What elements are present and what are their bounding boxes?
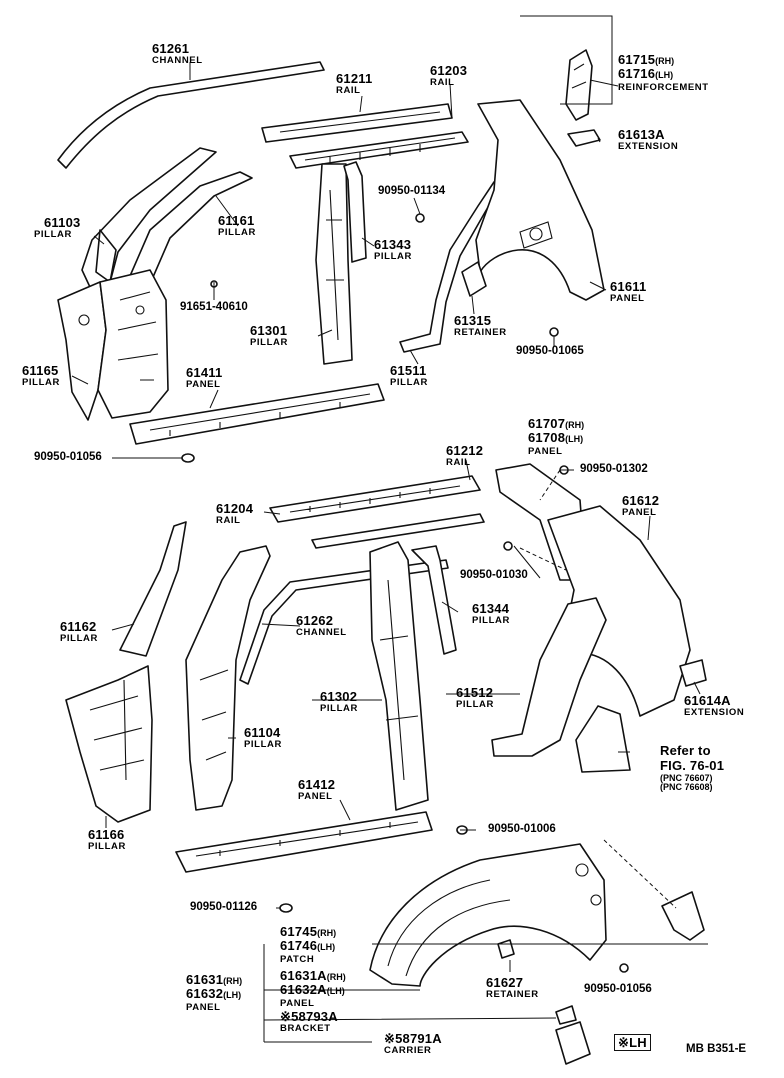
part-61302-pillar — [369, 541, 429, 811]
part-61204-rail — [311, 513, 485, 549]
part-61614A-extension — [679, 659, 707, 687]
label-90950-01126: 90950-01126 — [190, 901, 258, 913]
part-58793A-bracket — [555, 1005, 577, 1025]
fastener-90950-01134 — [415, 213, 425, 223]
part-61161-pillar — [129, 171, 253, 285]
part-61315-retainer — [461, 261, 487, 297]
part-61344-pillar — [411, 545, 457, 655]
label-61745: 61745(RH) — [280, 924, 337, 939]
fastener-90950-01030 — [503, 541, 513, 551]
label-90950-01302: 90950-01302 — [580, 463, 648, 475]
part-61212-rail — [269, 475, 481, 523]
part-61512-pillar — [491, 597, 607, 757]
part-61211-rail — [261, 103, 453, 143]
part-61613A-extension — [567, 129, 601, 147]
label-90950-01065: 90950-01065 — [516, 345, 584, 357]
legend-lh-symbol: ※LH — [614, 1034, 651, 1051]
part-61411-panel — [129, 383, 385, 445]
label-90950-01056-upper: 90950-01056 — [34, 451, 102, 463]
part-61715-reinforcement — [565, 49, 593, 121]
label-90950-01056-lower: 90950-01056 — [584, 983, 652, 995]
fastener-90950-01056-lower — [619, 963, 629, 973]
part-61165-pillar — [57, 269, 169, 421]
label-90950-01134: 90950-01134 — [378, 185, 446, 197]
ref-fig-76-01-part — [575, 705, 631, 773]
part-61301-pillar — [315, 163, 353, 365]
part-58791A-carrier — [555, 1021, 591, 1065]
part-61412-panel — [175, 811, 433, 873]
part-61104-pillar — [185, 545, 271, 811]
part-61261-channel — [57, 61, 325, 169]
label-61716: 61716(LH) REINFORCEMENT — [618, 66, 709, 93]
part-61631-wheelhouse-panel — [369, 843, 607, 987]
label-61631A: 61631A(RH) — [280, 968, 346, 983]
label-91651-40610: 91651-40610 — [180, 301, 248, 313]
label-61632A: 61632A(LH) PANEL — [280, 982, 345, 1009]
label-61707: 61707(RH) — [528, 416, 585, 431]
part-hinge-detail — [661, 891, 705, 941]
label-90950-01006: 90950-01006 — [488, 823, 556, 835]
reference-note: Refer to FIG. 76-01 (PNC 76607) (PNC 766… — [660, 743, 725, 792]
part-61203-rail — [289, 131, 469, 169]
part-61262-channel — [239, 559, 449, 685]
fastener-90950-01065 — [549, 327, 559, 337]
label-61715: 61715(RH) — [618, 52, 675, 67]
label-61708: 61708(LH) PANEL — [528, 430, 584, 457]
label-61631: 61631(RH) — [186, 972, 243, 987]
part-61611-panel — [475, 99, 605, 301]
label-61746: 61746(LH) PATCH — [280, 938, 336, 965]
part-61627-retainer — [497, 939, 515, 959]
fastener-90950-01056-upper — [181, 453, 195, 463]
figure-code: MB B351-E — [686, 1043, 747, 1055]
part-61166-pillar — [65, 665, 153, 823]
label-61632: 61632(LH) PANEL — [186, 986, 242, 1013]
part-61162-pillar — [119, 521, 187, 657]
part-61343-pillar — [343, 161, 367, 263]
label-90950-01030: 90950-01030 — [460, 569, 528, 581]
fastener-90950-01126 — [279, 903, 293, 913]
